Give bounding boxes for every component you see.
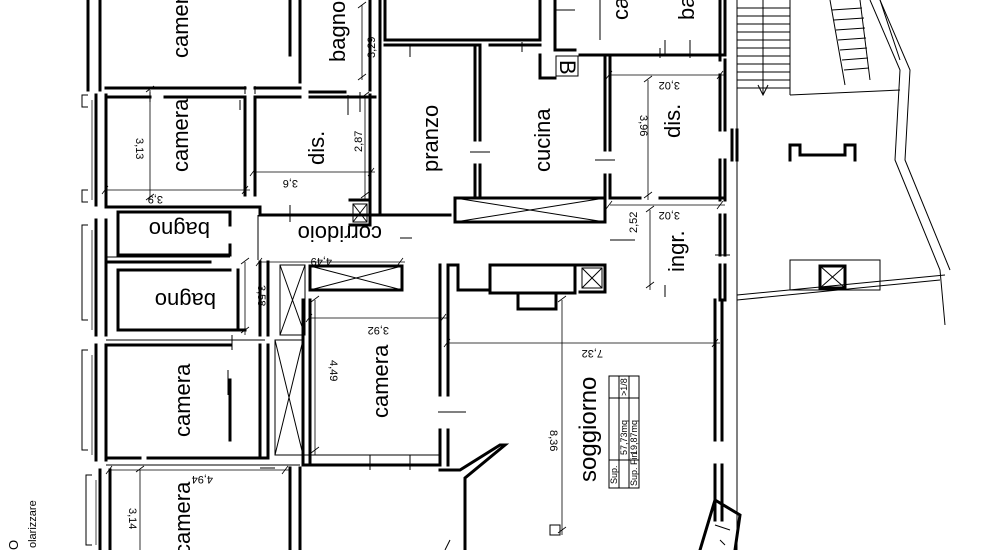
room-bagno-left1: bagno [149,217,210,242]
dim-39-label: 3,9 [148,193,163,205]
dim-449b-label: 4,49 [327,360,339,381]
dim-396-label: 3,96 [637,115,649,136]
room-camera-center: camera [368,344,393,418]
dim-36-label: 3,6 [283,177,298,189]
dim-358-label: 3,58 [255,285,267,306]
dim-287-label: 2,87 [353,131,365,152]
area-table: Sup. 57,73mq >1/8 Sup. Fin 19,87mq [608,375,640,489]
room-camera-left1: camera [168,98,193,172]
marker-b: B [555,60,580,75]
table-r1c1: Sup. [609,465,619,484]
dim-732-label: 7,32 [582,347,603,359]
room-bagno-left2: bagno [155,288,216,313]
margin-label: olarizzare [27,500,39,548]
left-facade [81,0,112,550]
room-cucina: cucina [530,108,555,172]
room-pranzo: pranzo [418,105,443,172]
bagno-left2-walls [106,257,265,350]
room-dis-left: dis. [304,131,329,165]
room-camera-left2: camera [170,363,195,437]
room-camera-top: camera [168,0,193,58]
room-camera-top-right: ca [608,0,633,20]
room-corridoio: corridoio [298,221,382,246]
room-bagno-top: bagno [325,1,350,62]
dim-302b-label: 3,02 [659,209,680,221]
dim-302a-label: 3,02 [659,79,680,91]
table-r1c3: >1/8 [619,378,629,396]
dim-392-label: 3,92 [368,324,389,336]
room-bagno-top-right: ba [674,0,699,20]
dim-313-label: 3,13 [133,138,145,159]
bagno-left1-walls [104,210,232,264]
camera-center-walls [260,263,466,470]
room-dis-right: dis. [660,104,685,138]
soggiorno-walls [438,263,742,550]
table-r2c2: 19,87mq [629,420,639,455]
dim-329: 3,29 [357,1,378,81]
room-camera-bottom: camera [170,481,195,550]
camera-left2-walls [104,343,300,466]
stairs [730,0,951,550]
table-r2c1: Sup. Fin [629,452,639,486]
margin-mark: O [6,540,21,550]
dis-right-walls [605,48,730,302]
pranzo-cucina-walls [378,42,615,224]
table-r1c2: 57,73mq [619,420,629,455]
dim-494-label: 4,94 [192,473,213,485]
corridoio-walls [248,205,412,337]
room-soggiorno: soggiorno [575,377,602,482]
dim-329-label: 3,29 [366,37,378,58]
dim-449a-label: 4,49 [311,255,332,267]
dim-314-label: 3,14 [126,508,138,529]
dim-836-label: 8,36 [547,430,559,451]
camera-left1-walls [101,85,257,209]
room-ingr: ingr. [664,230,689,272]
dim-252-label: 2,52 [628,212,640,233]
terrace-elements [788,143,881,291]
camera-bottom-walls [105,465,302,550]
